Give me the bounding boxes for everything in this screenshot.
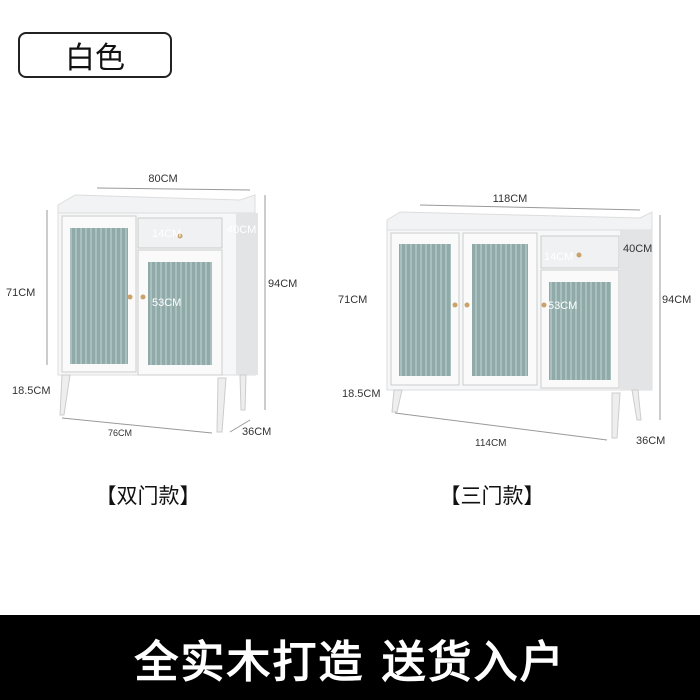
color-option-white[interactable]: 白色 xyxy=(18,32,172,78)
dim-legs: 18.5CM xyxy=(342,388,381,400)
dim-body: 71CM xyxy=(6,287,35,299)
dim-base: 114CM xyxy=(475,438,507,449)
dim-drawer: 14CM xyxy=(152,228,181,240)
three-door-cabinet: 118CM 94CM 71CM 18.5CM 114CM 36CM 14CM 4… xyxy=(338,193,691,449)
caption-two-door: 【双门款】 xyxy=(95,484,201,508)
dim-width: 118CM xyxy=(493,193,528,205)
dim-depth: 36CM xyxy=(242,426,271,438)
two-door-cabinet: 80CM 94CM 71CM 18.5CM 76CM 36CM 14CM 40C… xyxy=(6,173,297,438)
dim-door: 53CM xyxy=(152,297,181,309)
product-illustration: 80CM 94CM 71CM 18.5CM 76CM 36CM 14CM 40C… xyxy=(6,173,691,449)
dim-height: 94CM xyxy=(662,294,691,306)
dim-height: 94CM xyxy=(268,278,297,290)
dim-width: 80CM xyxy=(148,173,177,185)
dim-legs: 18.5CM xyxy=(12,385,51,397)
caption-three-door: 【三门款】 xyxy=(439,484,545,508)
dim-base: 76CM xyxy=(108,428,132,438)
dim-drawer-w: 40CM xyxy=(623,243,652,255)
dim-drawer: 14CM xyxy=(544,251,573,263)
dim-body: 71CM xyxy=(338,294,367,306)
promo-banner: 全实木打造 送货入户 xyxy=(0,615,700,700)
dim-depth: 36CM xyxy=(636,435,665,447)
dim-drawer-w: 40CM xyxy=(227,224,256,236)
dim-door: 53CM xyxy=(548,300,577,312)
